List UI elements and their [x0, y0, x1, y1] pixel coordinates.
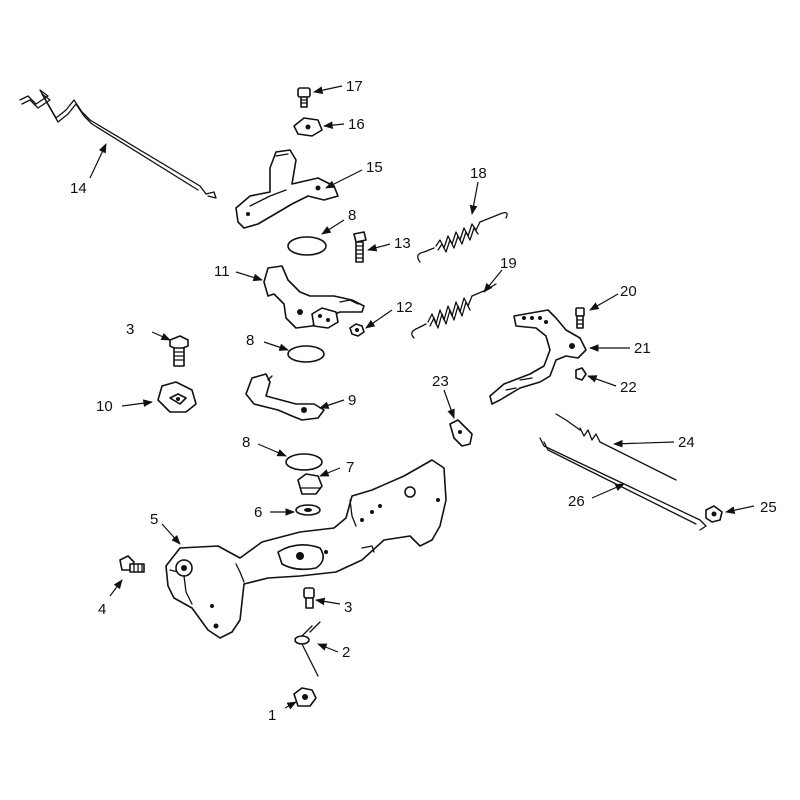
- callout-19: 19: [500, 255, 517, 272]
- callout-18: 18: [470, 165, 487, 182]
- part-washer-8a: [287, 236, 327, 256]
- part-spring-clip-2: [294, 621, 321, 677]
- part-spring-18: [417, 212, 508, 263]
- callout-21: 21: [634, 340, 651, 357]
- part-governor-rod: [19, 89, 217, 199]
- part-spring-19: [411, 283, 497, 339]
- callout-labels: 1 2 3 3 4 5 6 7 8 8 8 9 10 11 12 13 14 1…: [70, 78, 777, 724]
- callout-6: 6: [254, 504, 262, 521]
- callout-5: 5: [150, 511, 158, 528]
- part-plate-9: [245, 373, 325, 421]
- part-bracket-15: [235, 149, 339, 229]
- callout-3-upper: 3: [126, 321, 134, 338]
- part-nut-12: [349, 323, 365, 337]
- part-cable-24: [555, 413, 677, 481]
- callout-17: 17: [346, 78, 363, 95]
- callout-leaders: [89, 85, 755, 710]
- callout-25: 25: [760, 499, 777, 516]
- callout-20: 20: [620, 283, 637, 300]
- callout-8-lower: 8: [242, 434, 250, 451]
- part-bolt-3a: [169, 335, 189, 367]
- callout-1: 1: [268, 707, 276, 724]
- part-bolt-3b: [303, 587, 315, 609]
- part-clip-23: [449, 419, 473, 447]
- callout-11: 11: [214, 263, 230, 280]
- callout-16: 16: [348, 116, 365, 133]
- part-screw-20: [575, 307, 585, 329]
- part-nut-22: [575, 367, 587, 381]
- callout-10: 10: [96, 398, 113, 415]
- callout-8-middle: 8: [246, 332, 254, 349]
- callout-15: 15: [366, 159, 383, 176]
- callout-4: 4: [98, 601, 106, 618]
- part-bolt-4: [119, 555, 145, 573]
- part-control-arm-21: [489, 309, 587, 405]
- part-lever-11: [263, 265, 365, 329]
- part-rod-26: [539, 437, 707, 531]
- part-washer-8c: [285, 453, 323, 471]
- callout-23: 23: [432, 373, 449, 390]
- callout-2: 2: [342, 644, 350, 661]
- part-base-plate-5: [165, 459, 447, 639]
- callout-26: 26: [568, 493, 585, 510]
- callout-13: 13: [394, 235, 411, 252]
- part-nut-7: [297, 473, 323, 495]
- callout-3-lower: 3: [344, 599, 352, 616]
- part-washer-16: [293, 117, 323, 137]
- part-bushing-25: [705, 505, 723, 523]
- part-washer-8b: [287, 345, 325, 363]
- callout-9: 9: [348, 392, 356, 409]
- part-screw-13: [353, 231, 367, 263]
- callout-8-top: 8: [348, 207, 356, 224]
- callout-14: 14: [70, 180, 87, 197]
- part-screw-17: [297, 87, 311, 108]
- part-clip-10: [157, 381, 197, 413]
- callout-12: 12: [396, 299, 413, 316]
- part-nut-1: [293, 687, 317, 707]
- callout-7: 7: [346, 459, 354, 476]
- part-washer-6: [295, 504, 321, 516]
- callout-22: 22: [620, 379, 637, 396]
- callout-24: 24: [678, 434, 695, 451]
